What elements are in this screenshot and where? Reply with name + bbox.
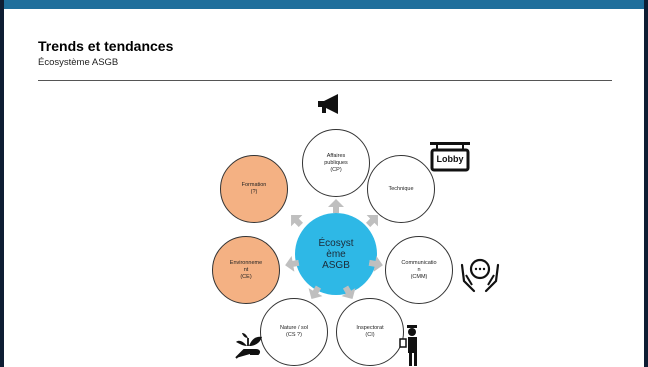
node-line: Nature / sol — [279, 325, 309, 331]
plant-in-hand-icon — [235, 333, 262, 359]
center-ecosystem-hub: Écosyst ème ASGB — [295, 213, 377, 295]
care-hands-icon — [460, 258, 500, 293]
node-line: Affaires — [326, 152, 346, 159]
node-line: (CP) — [330, 166, 342, 173]
node-line: (?) — [250, 189, 258, 195]
node-line: nt — [243, 266, 249, 273]
inspector-icon — [399, 325, 417, 366]
node-line: Formation — [241, 182, 267, 188]
node-line: (CS ?) — [286, 332, 302, 338]
slide-subtitle: Écosystème ASGB — [38, 57, 119, 68]
node-line: (CE) — [240, 273, 252, 280]
node-inspectorat: Inspectorat (CI) — [336, 298, 404, 366]
node-line: Environneme — [229, 259, 263, 266]
top-accent-bar — [0, 0, 648, 9]
node-line: publiques — [324, 159, 348, 166]
arrow-to-inspectorat — [341, 285, 356, 300]
slide-title: Trends et tendances — [38, 38, 174, 54]
right-border — [644, 0, 648, 367]
node-environnement: Environneme nt (CE) — [212, 236, 280, 304]
center-line: ème — [326, 248, 346, 260]
node-line: (CMM) — [410, 273, 428, 280]
megaphone-icon — [318, 94, 338, 114]
arrow-to-formation — [291, 215, 304, 228]
node-line: n — [417, 266, 421, 273]
node-affaires-publiques: Affaires publiques (CP) — [302, 129, 370, 197]
node-line: Communicatio — [401, 259, 437, 266]
center-line: ASGB — [322, 259, 350, 271]
node-line: (CI) — [365, 332, 375, 338]
left-border — [0, 0, 4, 367]
arrow-to-environnement — [285, 255, 300, 272]
title-divider — [38, 80, 612, 81]
arrow-to-technique — [365, 215, 378, 228]
arrow-to-affaires-publiques — [328, 199, 344, 213]
lobby-sign-text: Lobby — [436, 154, 464, 164]
arrow-to-nature-sol — [308, 285, 323, 300]
node-technique: Technique — [367, 155, 435, 223]
node-communication: Communicatio n (CMM) — [385, 236, 453, 304]
center-line: Écosyst — [318, 237, 354, 249]
node-line: Technique — [388, 185, 414, 192]
node-nature-sol: Nature / sol (CS ?) — [260, 298, 328, 366]
lobby-sign-icon: Lobby — [428, 140, 472, 176]
node-line: Inspectorat — [356, 325, 384, 331]
node-formation: Formation (?) — [220, 155, 288, 223]
arrow-to-communication — [368, 255, 383, 272]
